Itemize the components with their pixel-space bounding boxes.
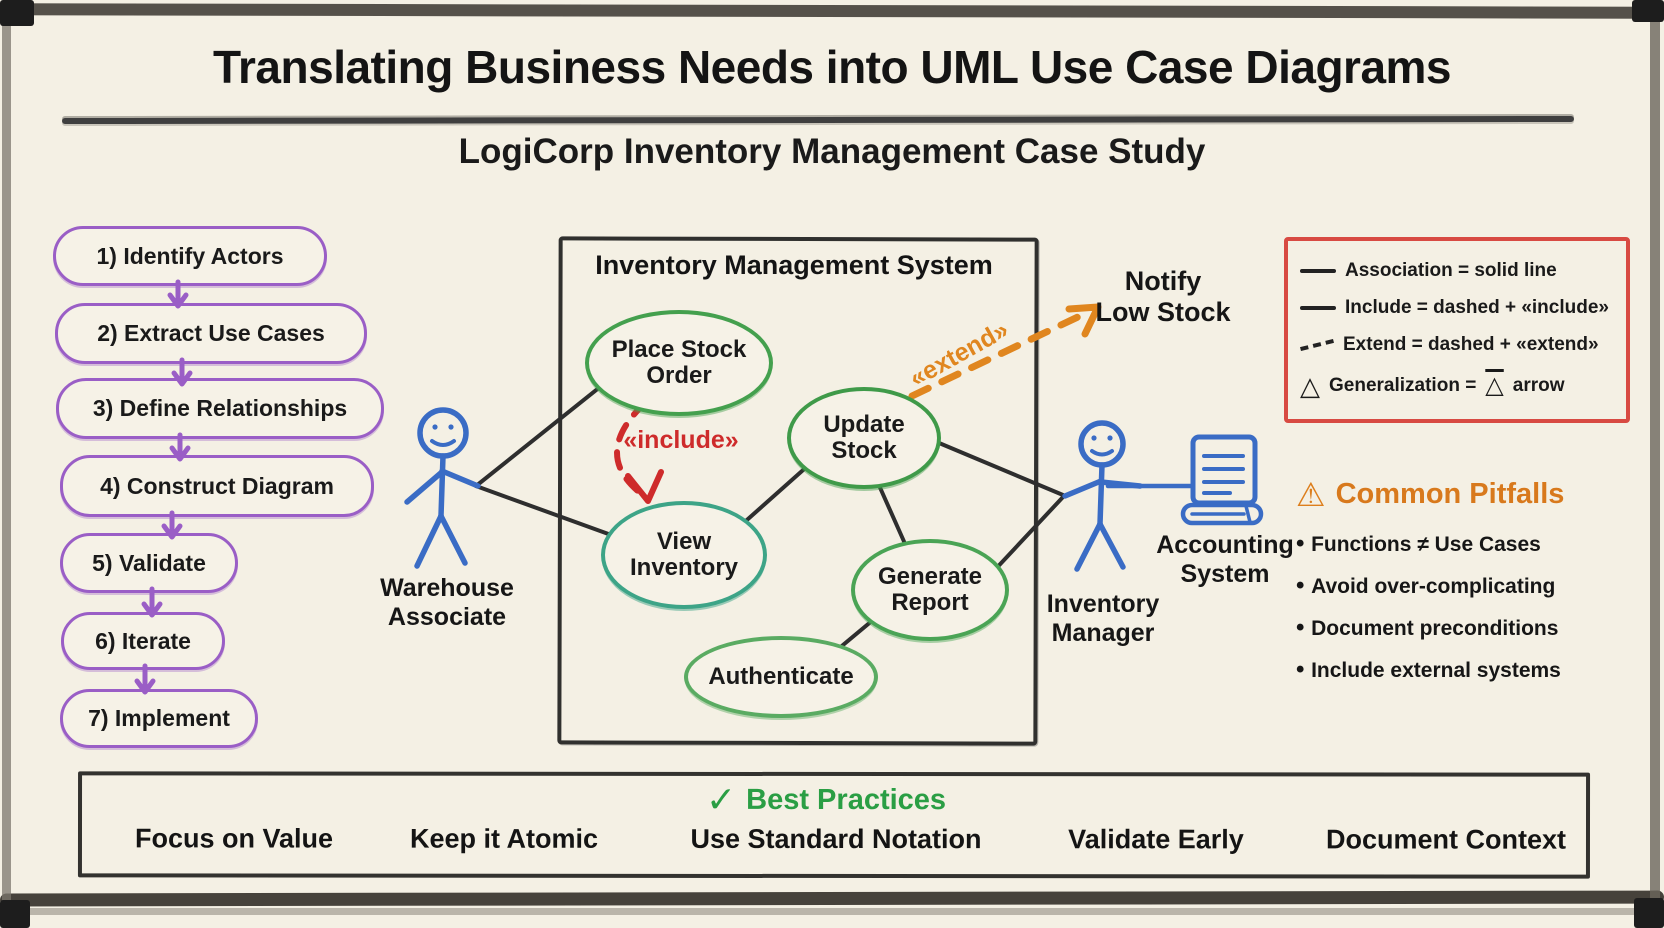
step-flow-arrows <box>134 279 193 695</box>
frame-corner-bottom-right <box>1634 898 1664 928</box>
frame-bottom-smudge <box>10 908 1650 915</box>
extend-arrow <box>908 303 1102 400</box>
triangle-icon: △ <box>1300 370 1320 401</box>
frame-left <box>2 0 11 928</box>
warning-icon: ⚠ <box>1296 476 1326 513</box>
step-label: 3) Define Relationships <box>92 395 348 421</box>
actor-label-line1: Warehouse <box>380 574 514 602</box>
usecase-generate-report: Generate Report <box>851 539 1009 641</box>
frame-corner-top-left <box>0 0 34 26</box>
step-identify-actors: 1) Identify Actors <box>53 226 327 286</box>
accounting-system-icon <box>1180 434 1264 526</box>
step-validate: 5) Validate <box>60 533 238 593</box>
accounting-system-label: Accounting System <box>1156 531 1294 589</box>
legend-row-association: Association = solid line <box>1300 260 1620 282</box>
notation-legend: Association = solid line Include = dashe… <box>1284 237 1630 423</box>
pitfalls-title-row: ⚠ Common Pitfalls <box>1296 478 1648 511</box>
pitfall-item: Include external systems <box>1296 649 1648 691</box>
step-label: 7) Implement <box>88 705 230 731</box>
usecase-authenticate: Authenticate <box>684 636 878 718</box>
step-construct-diagram: 4) Construct Diagram <box>60 455 374 517</box>
include-stereotype-label: «include» <box>623 426 739 454</box>
pitfall-item: Document preconditions <box>1296 607 1648 649</box>
warehouse-associate-figure <box>404 407 481 569</box>
pitfalls-list: Functions ≠ Use Cases Avoid over-complic… <box>1296 523 1648 691</box>
usecase-update-stock: Update Stock <box>787 387 941 489</box>
solid-line-icon <box>1300 269 1336 273</box>
usecase-label: Inventory <box>629 554 739 581</box>
usecase-label: Order <box>646 362 712 389</box>
step-define-relationships: 3) Define Relationships <box>56 378 384 439</box>
step-label: 6) Iterate <box>95 627 191 654</box>
usecase-label: Stock <box>831 437 897 464</box>
step-label: 4) Construct Diagram <box>100 472 334 499</box>
actor-label-line2: Manager <box>1051 618 1155 647</box>
usecase-label: Generate <box>877 563 983 591</box>
frame-right <box>1650 0 1660 928</box>
actor-label-line2: Associate <box>387 602 507 631</box>
page-subtitle: LogiCorp Inventory Management Case Study <box>458 132 1206 171</box>
legend-text: arrow <box>1512 374 1565 396</box>
legend-text: Extend = dashed + «extend» <box>1343 334 1599 355</box>
assoc-warehouse-view-inventory <box>474 484 627 542</box>
step-label: 2) Extract Use Cases <box>97 320 325 346</box>
notify-line1: Notify <box>1124 266 1202 296</box>
notify-line2: Low Stock <box>1095 297 1231 328</box>
usecase-label: Authenticate <box>708 663 854 691</box>
frame-corner-top-right <box>1632 0 1664 22</box>
inventory-manager-figure <box>1062 420 1143 572</box>
actor-label-line1: Inventory <box>1046 590 1160 618</box>
usecase-label: View <box>656 528 712 556</box>
system-title: Inventory Management System <box>595 250 993 280</box>
step-label: 5) Validate <box>92 549 206 576</box>
assoc-warehouse-place-order <box>474 373 617 488</box>
solid-line-icon <box>1300 306 1336 310</box>
page-title: Translating Business Needs into UML Use … <box>212 41 1452 93</box>
warehouse-associate-label: Warehouse Associate <box>380 574 514 632</box>
usecase-place-stock-order: Place Stock Order <box>585 310 773 416</box>
pitfalls-title: Common Pitfalls <box>1335 478 1565 510</box>
usecase-label: Report <box>891 589 969 616</box>
pitfall-item: Avoid over-complicating <box>1296 565 1648 607</box>
assoc-update-manager <box>918 433 1065 497</box>
inventory-manager-label: Inventory Manager <box>1047 590 1160 648</box>
step-implement: 7) Implement <box>60 689 258 748</box>
legend-row-extend: Extend = dashed + «extend» <box>1300 334 1620 356</box>
assoc-generate-manager <box>988 495 1065 577</box>
external-label-line1: Accounting <box>1156 531 1294 559</box>
pitfall-item: Functions ≠ Use Cases <box>1296 523 1648 565</box>
legend-row-include: Include = dashed + «include» <box>1300 297 1620 319</box>
legend-text: Include = dashed + «include» <box>1345 297 1609 318</box>
include-arrow <box>614 400 664 504</box>
external-label-line2: System <box>1180 559 1270 588</box>
frame-corner-bottom-left <box>0 900 30 928</box>
usecase-label: Update <box>823 411 905 439</box>
usecase-view-inventory: View Inventory <box>601 501 767 609</box>
legend-text: Generalization = <box>1329 374 1477 396</box>
common-pitfalls-section: ⚠ Common Pitfalls Functions ≠ Use Cases … <box>1296 478 1648 691</box>
overlined-triangle-glyph: △ <box>1485 372 1504 399</box>
step-extract-use-cases: 2) Extract Use Cases <box>55 303 367 364</box>
legend-row-generalization: △ Generalization = △ arrow <box>1300 371 1620 400</box>
usecase-label: Place Stock <box>611 336 747 364</box>
step-iterate: 6) Iterate <box>61 612 225 670</box>
legend-text: Association = solid line <box>1345 260 1557 281</box>
step-label: 1) Identify Actors <box>96 242 284 269</box>
notify-low-stock-label: Notify Low Stock <box>1095 266 1230 328</box>
